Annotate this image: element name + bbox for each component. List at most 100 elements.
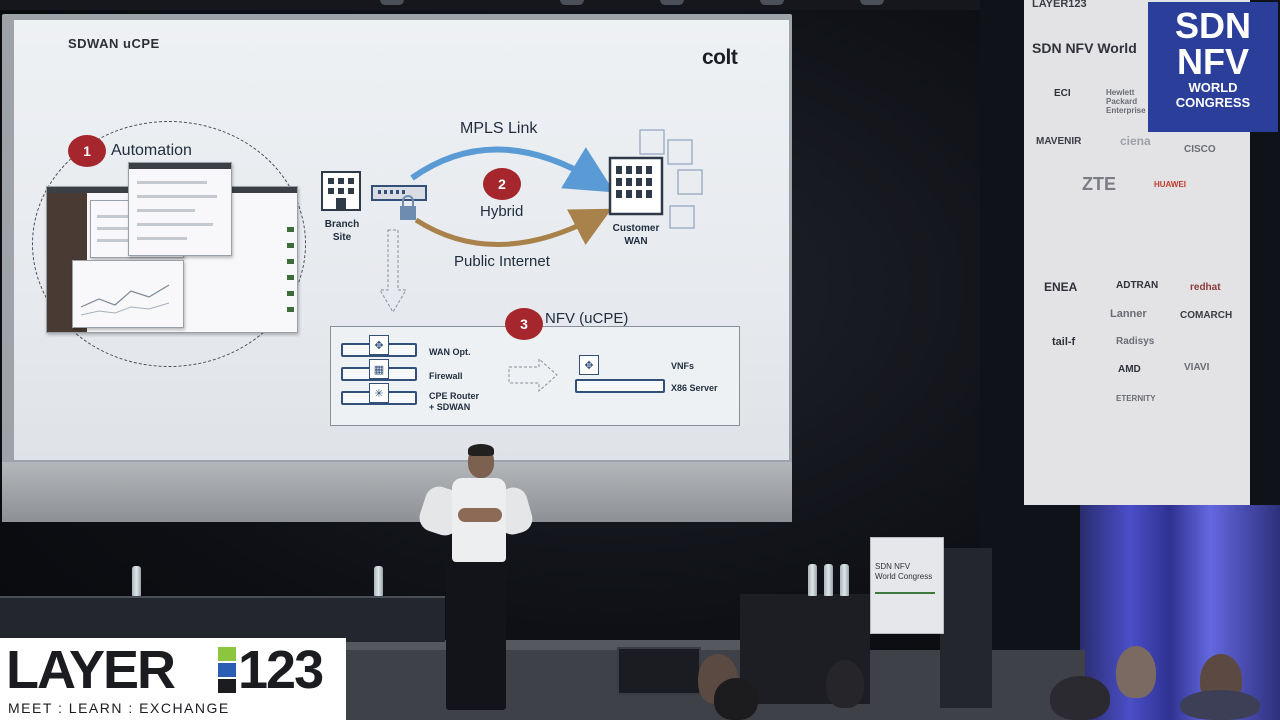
speaker-hands [458, 508, 502, 522]
firewall-icon: ▦ [369, 359, 389, 379]
ceiling-light [380, 0, 404, 5]
automation-ring [32, 121, 306, 367]
podium-sign-stripe [875, 592, 935, 594]
projector-screen-lower [2, 462, 792, 522]
mock-text-line [137, 209, 195, 212]
mock-status-tag [287, 243, 294, 248]
site-label-line: Site [332, 232, 352, 243]
banner-title: SDN NFV World [1032, 40, 1137, 56]
mock-status-tag [287, 291, 294, 296]
stage-curtain [1080, 505, 1280, 720]
automation-label: Automation [111, 142, 192, 159]
vnfs-label: VNFs [671, 361, 695, 371]
dashed-right-arrow [508, 357, 558, 393]
customer-wan-label: Customer WAN [606, 222, 666, 248]
sponsor-logo: ECI [1054, 88, 1071, 99]
water-bottle [824, 564, 833, 596]
audience-head [826, 660, 864, 708]
ceiling-light [660, 0, 684, 5]
sponsor-logo: ETERNITY [1116, 394, 1156, 403]
audience-head [714, 678, 758, 720]
dashboard-mock-chart [72, 260, 184, 328]
mock-status-tag [287, 259, 294, 264]
sponsor-logo: AMD [1118, 364, 1141, 375]
sponsor-logo: ENEA [1044, 280, 1078, 294]
mock-line-chart [80, 284, 170, 316]
mpls-arrow [410, 146, 615, 193]
branch-site-label: Branch Site [318, 218, 366, 244]
slide-title: SDWAN uCPE [68, 36, 160, 51]
ceiling [0, 0, 980, 10]
layer123-logo: LAYER 123 MEET : LEARN : EXCHANGE [0, 638, 346, 720]
water-bottle [374, 566, 383, 596]
hybrid-label: Hybrid [480, 203, 524, 220]
dashboard-mock-front [128, 162, 232, 256]
world-line: WORLD [1188, 80, 1238, 95]
sdn-nfv-congress-logo: SDN NFV WORLD CONGRESS [1148, 2, 1278, 132]
sponsor-logo: Radisys [1116, 336, 1155, 347]
sponsor-logo: ZTE [1082, 174, 1116, 194]
router-cross-icon: ✳ [369, 383, 389, 403]
mock-status-tag [287, 307, 294, 312]
confidence-monitor [617, 647, 701, 695]
mock-text-line [137, 223, 213, 226]
nfv-badge: 3 [505, 308, 543, 340]
ceiling-light [760, 0, 784, 5]
ceiling-light [560, 0, 584, 5]
sponsor-logo: CISCO [1184, 144, 1216, 155]
mock-titlebar [129, 163, 231, 169]
podium-sign-line2: World Congress [875, 572, 933, 581]
router-icon [371, 185, 427, 201]
audience-head [1180, 690, 1260, 720]
remote-office-icons [639, 129, 703, 229]
firewall-label: Firewall [429, 371, 463, 381]
sponsor-logo: redhat [1190, 282, 1221, 293]
panel-table [0, 596, 445, 642]
sdn-line: SDN [1174, 5, 1251, 46]
mpls-link-label: MPLS Link [460, 120, 538, 137]
dashed-down-arrow [379, 229, 407, 313]
mock-status-tag [287, 275, 294, 280]
mock-text-line [97, 215, 157, 218]
mock-text-line [137, 237, 187, 240]
nfv-ucpe-label: NFV (uCPE) [545, 310, 629, 327]
cpe-router-line: CPE Router [429, 391, 480, 401]
layer123-tagline: MEET : LEARN : EXCHANGE [8, 700, 230, 716]
podium-sign: SDN NFV World Congress [870, 537, 944, 634]
audience-head [1116, 646, 1156, 698]
sponsor-logo: tail-f [1052, 336, 1076, 348]
audience-head [1050, 676, 1110, 720]
vnf-icon: ✥ [579, 355, 599, 375]
mock-status-tag [287, 227, 294, 232]
mock-text-line [137, 181, 207, 184]
water-bottle [840, 564, 849, 596]
mock-text-line [97, 227, 141, 230]
sponsor-logo: COMARCH [1180, 310, 1233, 321]
water-bottle [808, 564, 817, 596]
x86-server-appliance [575, 379, 665, 393]
podium [940, 548, 992, 708]
customer-label-line: Customer [612, 223, 660, 234]
public-internet-label: Public Internet [454, 253, 550, 270]
automation-badge: 1 [68, 135, 106, 167]
hybrid-badge: 2 [483, 168, 521, 200]
network-diagram [321, 129, 703, 313]
x86-server-label: X86 Server [671, 383, 718, 393]
lock-icon [400, 195, 416, 220]
layer123-number: 123 [238, 640, 324, 700]
wan-opt-icon: ✥ [369, 335, 389, 355]
customer-building-icon [608, 156, 664, 216]
congress-line: CONGRESS [1175, 95, 1251, 110]
nfv-line: NFV [1177, 41, 1249, 82]
ceiling-light [860, 0, 884, 5]
sponsor-logo: ADTRAN [1116, 280, 1159, 291]
sdwan-line: + SDWAN [429, 402, 471, 412]
layer123-bars-icon [218, 647, 236, 693]
speaker-legs [446, 560, 506, 710]
wan-label-line: WAN [624, 236, 648, 247]
sponsor-logo: Lanner [1110, 308, 1147, 320]
cpe-router-label: CPE Router + SDWAN [429, 391, 479, 413]
layer123-word: LAYER [6, 640, 176, 700]
podium-sign-line1: SDN NFV [875, 562, 911, 571]
sponsor-logo: ciena [1120, 134, 1151, 148]
